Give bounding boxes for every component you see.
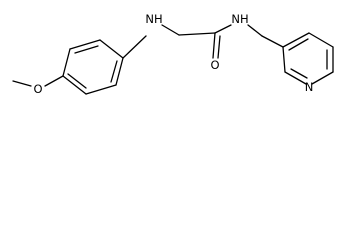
benzene-double-bond-b <box>110 60 118 83</box>
pyridine-bond-4 <box>311 71 334 85</box>
benzene-ring <box>62 39 124 95</box>
pyridine-bond-7 <box>282 32 310 48</box>
bond-nh-left-carbonyl <box>161 24 180 36</box>
methoxy-group <box>12 75 64 87</box>
bond-carbonyl-upper <box>212 32 216 59</box>
benzene-bond-5 <box>85 84 117 95</box>
benzene-bond-3 <box>99 39 124 59</box>
benzene-double-bond-c <box>67 73 87 89</box>
benzene-double-bond-a <box>74 45 99 54</box>
urea-nh-left-label: NH <box>145 12 162 26</box>
pyridine-double-bond-c <box>290 68 308 79</box>
bond-methyl-oxygen <box>12 80 32 87</box>
bond-carbonyl-nh-right <box>214 24 232 34</box>
urea-linker <box>122 24 263 59</box>
pyridine-double-bond-a <box>288 38 309 51</box>
benzene-bond-4 <box>115 57 124 86</box>
benzene-bond-2 <box>69 39 101 50</box>
benzene-bond-6 <box>62 75 87 95</box>
benzene-bond-1 <box>62 48 71 77</box>
urea-nh-right-label: NH <box>231 12 248 26</box>
bond-carbonyl-lower <box>217 35 221 59</box>
methoxy-oxygen-label: O <box>33 82 42 96</box>
pyridine-bond-6 <box>308 32 334 48</box>
bond-ring-nh-left <box>122 35 147 59</box>
pyridine-ring <box>261 32 334 85</box>
pyridine-bond-1 <box>261 35 284 48</box>
bond-nh-right-pyridine <box>247 24 263 37</box>
bond-carbonyl-ring-left <box>178 32 216 36</box>
carbonyl-oxygen-label: O <box>210 58 219 72</box>
pyridine-nitrogen-label: N <box>305 80 314 94</box>
pyridine-bond-2 <box>282 46 286 73</box>
bond-oxygen-ring <box>44 75 64 87</box>
pyridine-bond-3 <box>284 71 307 85</box>
chemical-structure-drawing: O NH NH O N <box>12 12 334 96</box>
